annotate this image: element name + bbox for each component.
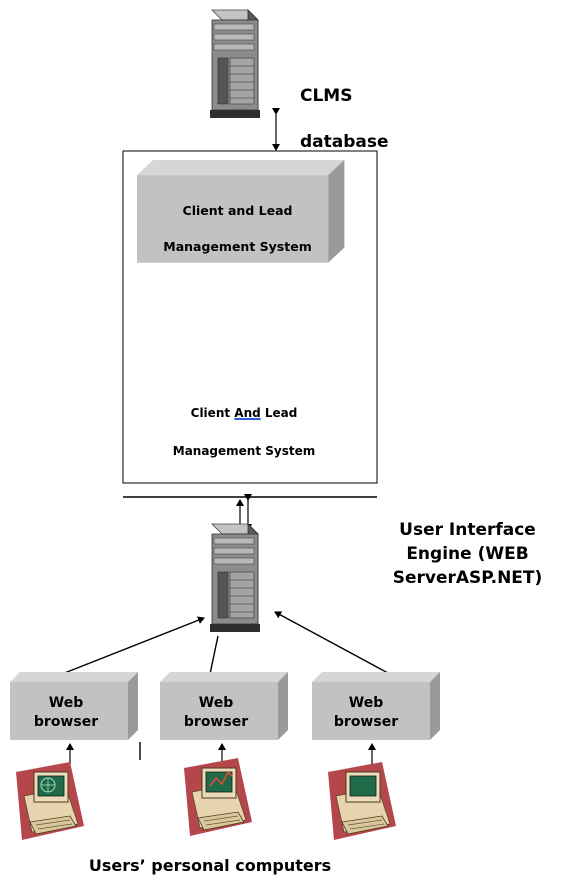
system-inner-label-line1: Client And Lead xyxy=(148,404,340,423)
web-browser-label-1: Web browser xyxy=(33,695,99,730)
users-pcs-label: Users’ personal computers xyxy=(88,856,332,875)
web-browser-label-2: Web browser xyxy=(183,695,249,730)
system-inner-label: Client And Lead Management System xyxy=(148,385,340,480)
ui-engine-server-icon xyxy=(209,523,261,633)
database-label-line1: CLMS xyxy=(300,86,353,106)
system-inner-label-line2: Management System xyxy=(172,444,316,458)
browser1-link-arrow xyxy=(61,616,205,675)
inner-label-pre: Client xyxy=(190,406,235,420)
clms-block-label: Client and Lead Management System xyxy=(150,184,325,274)
inner-label-underlined-word: And xyxy=(234,406,261,420)
database-server-icon xyxy=(209,9,261,119)
web-browser-label-3: Web browser xyxy=(333,695,399,730)
clms-block-label-line2: Management System xyxy=(163,239,312,254)
database-label-line2: database xyxy=(300,132,389,152)
inner-label-post: Lead xyxy=(260,406,298,420)
browser2-link xyxy=(209,635,219,675)
computer-globe-icon xyxy=(15,761,85,841)
clms-block-label-line1: Client and Lead xyxy=(182,203,293,218)
database-label: CLMS database xyxy=(300,62,420,177)
computer-chart-icon xyxy=(183,757,253,837)
globe-mark xyxy=(40,777,56,793)
computer-monitor-icon xyxy=(327,761,397,841)
ui-engine-label: User Interface Engine (WEB ServerASP.NET… xyxy=(392,520,543,588)
